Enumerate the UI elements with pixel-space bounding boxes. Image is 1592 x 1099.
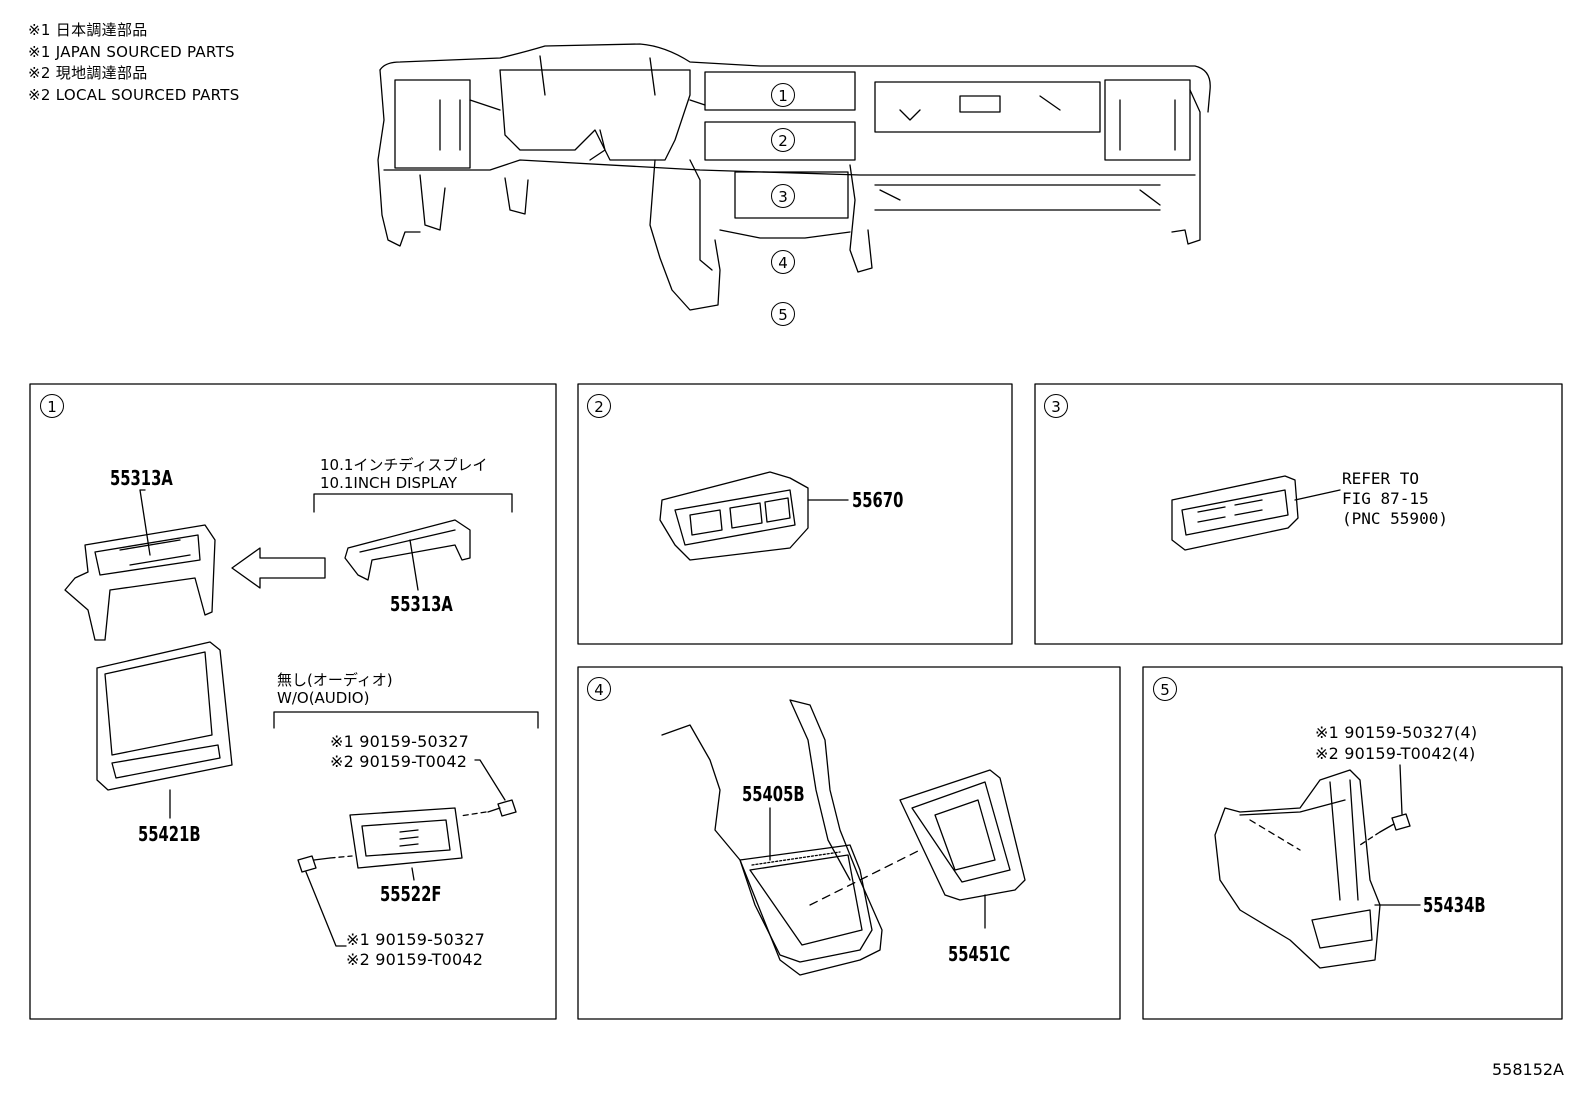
legend-line: ※2 LOCAL SOURCED PARTS — [28, 85, 240, 104]
console-box-55434B-drawing — [1214, 769, 1421, 969]
audio-variant-en: W/O(AUDIO) — [277, 689, 370, 707]
display-variant-jp: 10.1インチディスプレイ — [320, 456, 488, 474]
panel-3-index: 3 — [1044, 394, 1068, 418]
screw-part-number: ※1 90159-50327 — [346, 930, 486, 949]
finish-panel-55313A-drawing — [64, 489, 216, 641]
finish-panel-55313A-display-drawing — [344, 519, 471, 591]
refer-pnc: (PNC 55900) — [1342, 509, 1448, 528]
register-55421B-drawing — [96, 641, 233, 819]
refer-figure: FIG 87-15 — [1342, 489, 1429, 508]
panel-1-border — [29, 383, 557, 1020]
cover-55522F-drawing — [349, 807, 463, 881]
air-conditioning-control-drawing — [1171, 475, 1341, 551]
console-panel-55405B-drawing — [661, 699, 883, 976]
overview-callout-5: 5 — [771, 302, 795, 326]
panel-2-border — [577, 383, 1013, 645]
screw-part-number: ※1 90159-50327(4) — [1315, 723, 1478, 742]
direction-arrow — [231, 547, 326, 589]
sourcing-legend: ※1 日本調達部品 ※1 JAPAN SOURCED PARTS ※2 現地調達… — [28, 20, 240, 106]
instrument-panel-frame-drawing — [377, 43, 1211, 311]
audio-bracket — [273, 711, 539, 729]
overview-callout-2: 2 — [771, 128, 795, 152]
display-bracket — [313, 493, 513, 513]
switch-assembly-55670-drawing — [659, 471, 849, 561]
display-variant-en: 10.1INCH DISPLAY — [320, 474, 458, 492]
panel-3-border — [1034, 383, 1563, 645]
part-number-55421B: 55421B — [138, 822, 201, 846]
part-number-55313A: 55313A — [110, 466, 173, 490]
panel-1-index: 1 — [40, 394, 64, 418]
part-number-55670: 55670 — [852, 488, 904, 512]
shift-panel-55451C-drawing — [899, 769, 1026, 929]
panel-2-index: 2 — [587, 394, 611, 418]
part-number-55522F: 55522F — [380, 882, 442, 906]
screw-part-number: ※2 90159-T0042(4) — [1315, 744, 1476, 763]
screw-icon — [459, 759, 517, 817]
panel-5-index: 5 — [1153, 677, 1177, 701]
audio-variant-jp: 無し(オーディオ) — [277, 671, 393, 689]
overview-callout-1: 1 — [771, 83, 795, 107]
panel-5-border — [1142, 666, 1563, 1020]
assembly-line — [809, 849, 921, 906]
screw-part-number: ※1 90159-50327 — [330, 732, 470, 751]
panel-4-border — [577, 666, 1121, 1020]
figure-id: 558152A — [1491, 1060, 1564, 1079]
screw-icon — [297, 855, 353, 947]
legend-line: ※2 現地調達部品 — [28, 64, 148, 82]
part-number-55451C: 55451C — [948, 942, 1011, 966]
refer-to-line: REFER TO — [1342, 469, 1420, 488]
screw-icon — [1359, 764, 1411, 846]
legend-line: ※1 日本調達部品 — [28, 21, 148, 39]
panel-4-index: 4 — [587, 677, 611, 701]
part-number-55434B: 55434B — [1423, 893, 1486, 917]
overview-callout-4: 4 — [771, 250, 795, 274]
screw-part-number: ※2 90159-T0042 — [346, 950, 484, 969]
part-number-55405B: 55405B — [742, 782, 805, 806]
screw-part-number: ※2 90159-T0042 — [330, 752, 468, 771]
legend-line: ※1 JAPAN SOURCED PARTS — [28, 42, 235, 61]
part-number-55313A-display: 55313A — [390, 592, 453, 616]
overview-callout-3: 3 — [771, 184, 795, 208]
